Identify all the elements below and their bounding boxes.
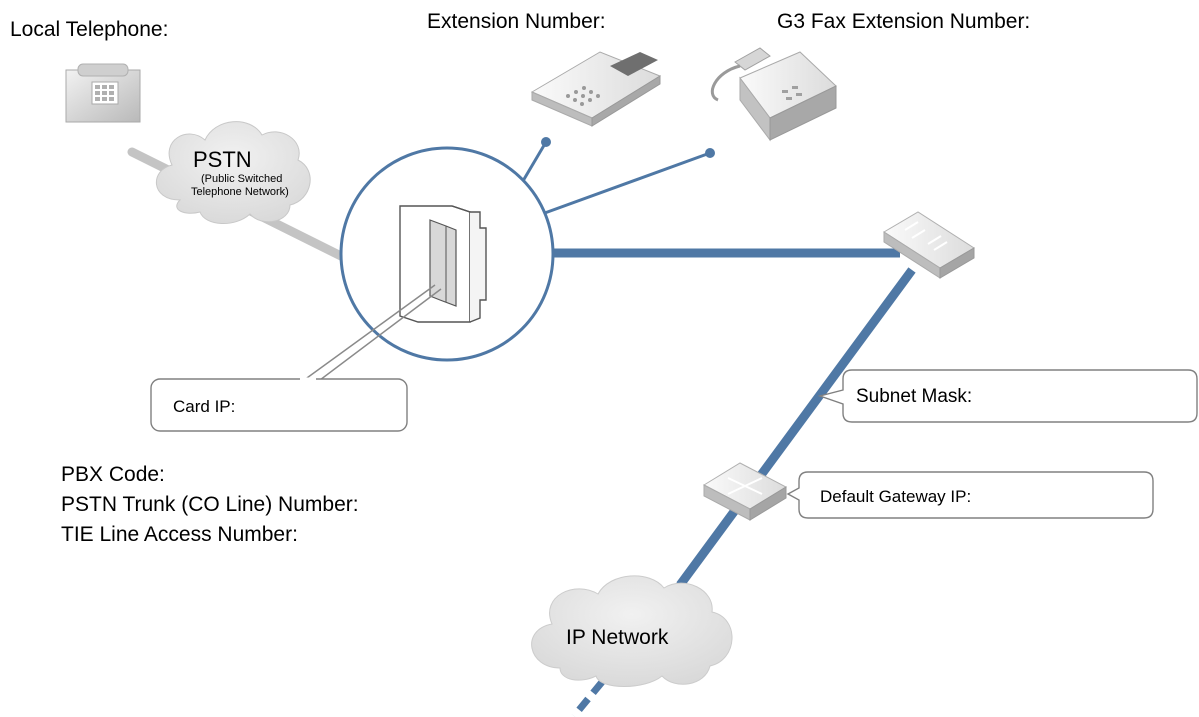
subnet-mask-label: Subnet Mask: (856, 386, 973, 407)
telephone-icon (65, 63, 141, 123)
extension-line (518, 141, 548, 187)
pstn-subtitle-2: Telephone Network) (191, 186, 289, 198)
default-gateway-ip-label: Default Gateway IP: (820, 487, 972, 506)
g3-fax-extension-number-label: G3 Fax Extension Number: (777, 10, 1031, 33)
extension-phone-icon (530, 51, 662, 127)
card-ip-label: Card IP: (173, 397, 236, 416)
default-gateway-callout (786, 471, 1154, 519)
fax-icon (710, 47, 837, 142)
pstn-subtitle-1: (Public Switched (201, 173, 283, 185)
ip-network-label: IP Network (566, 626, 669, 649)
backbone-line (676, 267, 916, 588)
pstn-trunk-number-label: PSTN Trunk (CO Line) Number: (61, 493, 359, 516)
router-icon (702, 462, 788, 521)
pbx-card-icon (399, 205, 487, 323)
tie-line-access-number-label: TIE Line Access Number: (61, 523, 298, 546)
card-ip-callout (150, 378, 408, 432)
backbone-line-lower (571, 679, 605, 717)
ip-network-cloud-icon (531, 575, 733, 687)
pbx-info-list: PBX Code: PSTN Trunk (CO Line) Number: T… (61, 460, 359, 550)
subnet-mask-callout (817, 369, 1198, 423)
local-telephone-label: Local Telephone: (10, 18, 169, 41)
fax-line (541, 151, 711, 216)
fax-connector (705, 148, 715, 158)
pbx-code-label: PBX Code: (61, 463, 165, 486)
extension-connector (541, 137, 551, 147)
extension-number-label: Extension Number: (427, 10, 606, 33)
pstn-cloud-icon (156, 121, 311, 225)
pstn-title: PSTN (193, 147, 252, 172)
switch-icon (883, 211, 975, 279)
